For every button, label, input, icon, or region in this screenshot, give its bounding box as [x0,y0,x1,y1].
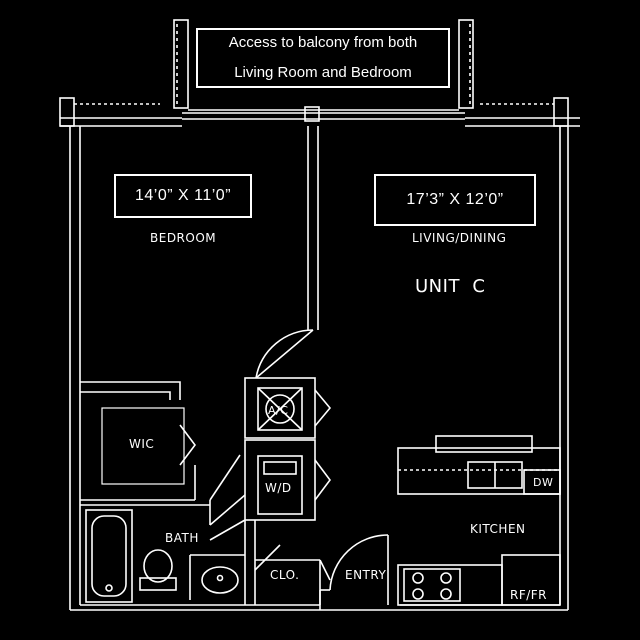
bedroom-dimensions: 14’0” X 11’0” [114,174,252,218]
bathtub [85,509,133,603]
bedroom-label: BEDROOM [150,231,217,245]
refrigerator [501,554,561,606]
living-dimensions-text: 17’3” X 12’0” [406,191,504,208]
toilet [139,549,177,591]
ac-label: A/C [268,404,289,417]
ac-closet [244,377,332,439]
bedroom-door [255,329,314,379]
balcony-note-line-1: Access to balcony from both [228,34,418,51]
balcony-doors [182,106,465,122]
bedroom-dimensions-text: 14’0” X 11’0” [134,187,232,204]
partition-wall [307,126,319,330]
entry-door [319,534,389,610]
top-wall [59,97,580,127]
bath-walls [80,454,256,605]
wd-label: W/D [265,481,292,495]
unit-label: UNIT C [415,276,486,297]
wic-walls [80,381,196,501]
exterior-walls [69,126,569,611]
kitchen-label: KITCHEN [470,522,526,536]
closet-label: CLO. [270,568,300,582]
balcony-note: Access to balcony from both Living Room … [196,28,450,88]
kitchen-counter [397,435,561,495]
rf-fr-label: RF/FR [510,588,548,602]
stove [397,564,503,606]
wic-label: WIC [129,437,155,451]
wd-closet [244,439,331,521]
bath-label: BATH [165,531,199,545]
balcony-note-line-2: Living Room and Bedroom [234,64,412,81]
dw-label: DW [533,476,554,489]
balcony [173,19,474,111]
living-dimensions: 17’3” X 12’0” [374,174,536,226]
entry-label: ENTRY [345,568,387,582]
vanity [189,554,245,600]
living-label: LIVING/DINING [412,231,507,245]
